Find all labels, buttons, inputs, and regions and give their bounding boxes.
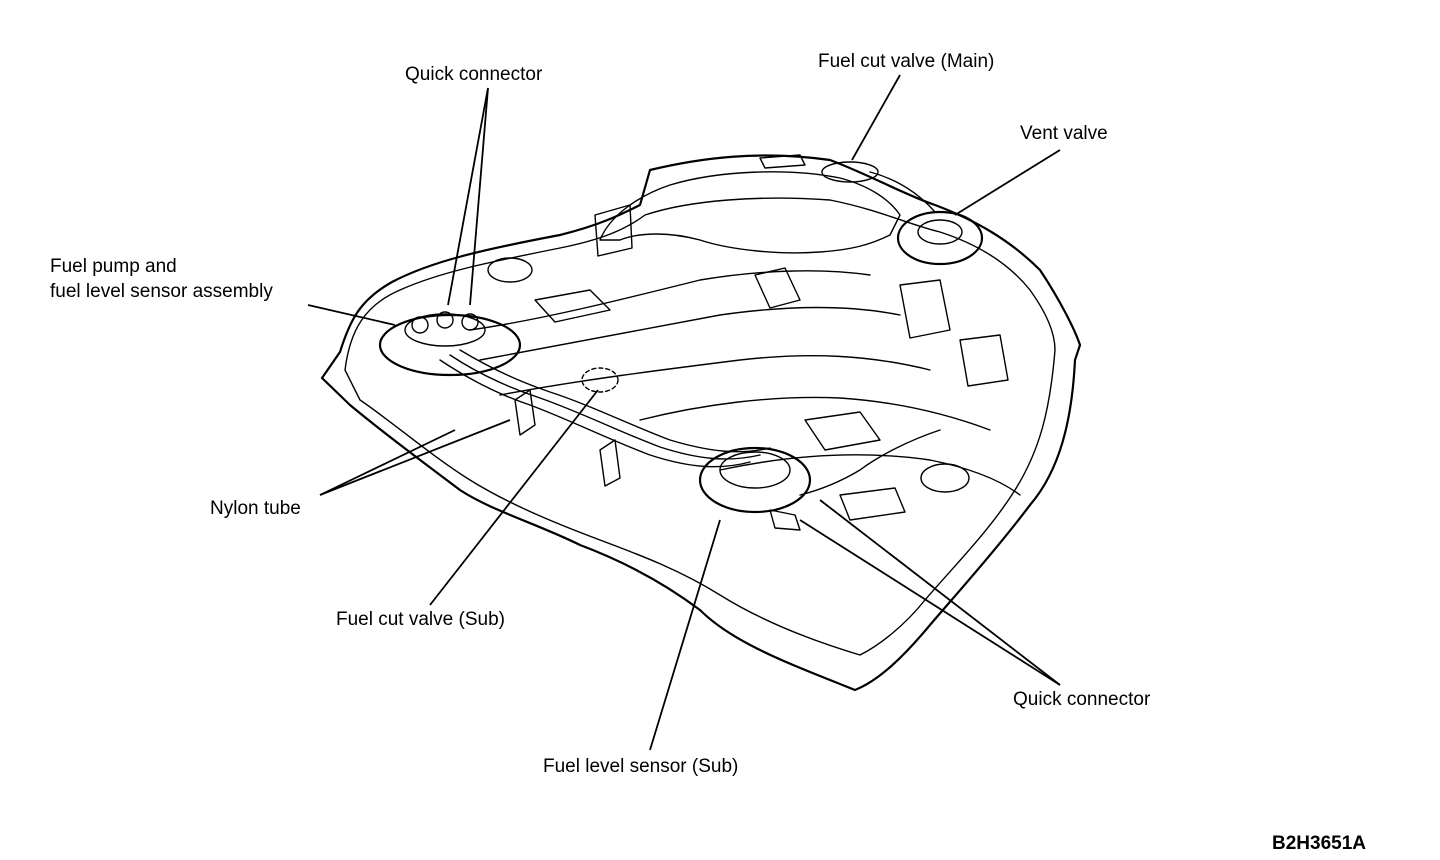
label-fuel-cut-valve-sub: Fuel cut valve (Sub) — [336, 609, 505, 630]
tank-top-section — [599, 171, 901, 254]
label-vent-valve: Vent valve — [1020, 123, 1108, 144]
label-fuel-pump-line2: fuel level sensor assembly — [50, 281, 273, 302]
label-quick-connector-bottom: Quick connector — [1013, 689, 1151, 710]
tank-outer-flange — [320, 154, 1082, 692]
label-fuel-level-sensor-sub: Fuel level sensor (Sub) — [543, 756, 739, 777]
label-fuel-pump-line1: Fuel pump and — [50, 256, 177, 277]
figure-code: B2H3651A — [1272, 833, 1366, 854]
tank-inner-body — [344, 197, 1056, 656]
label-quick-connector-top: Quick connector — [405, 64, 543, 85]
label-nylon-tube: Nylon tube — [210, 498, 301, 519]
label-fuel-cut-valve-main: Fuel cut valve (Main) — [818, 51, 995, 72]
